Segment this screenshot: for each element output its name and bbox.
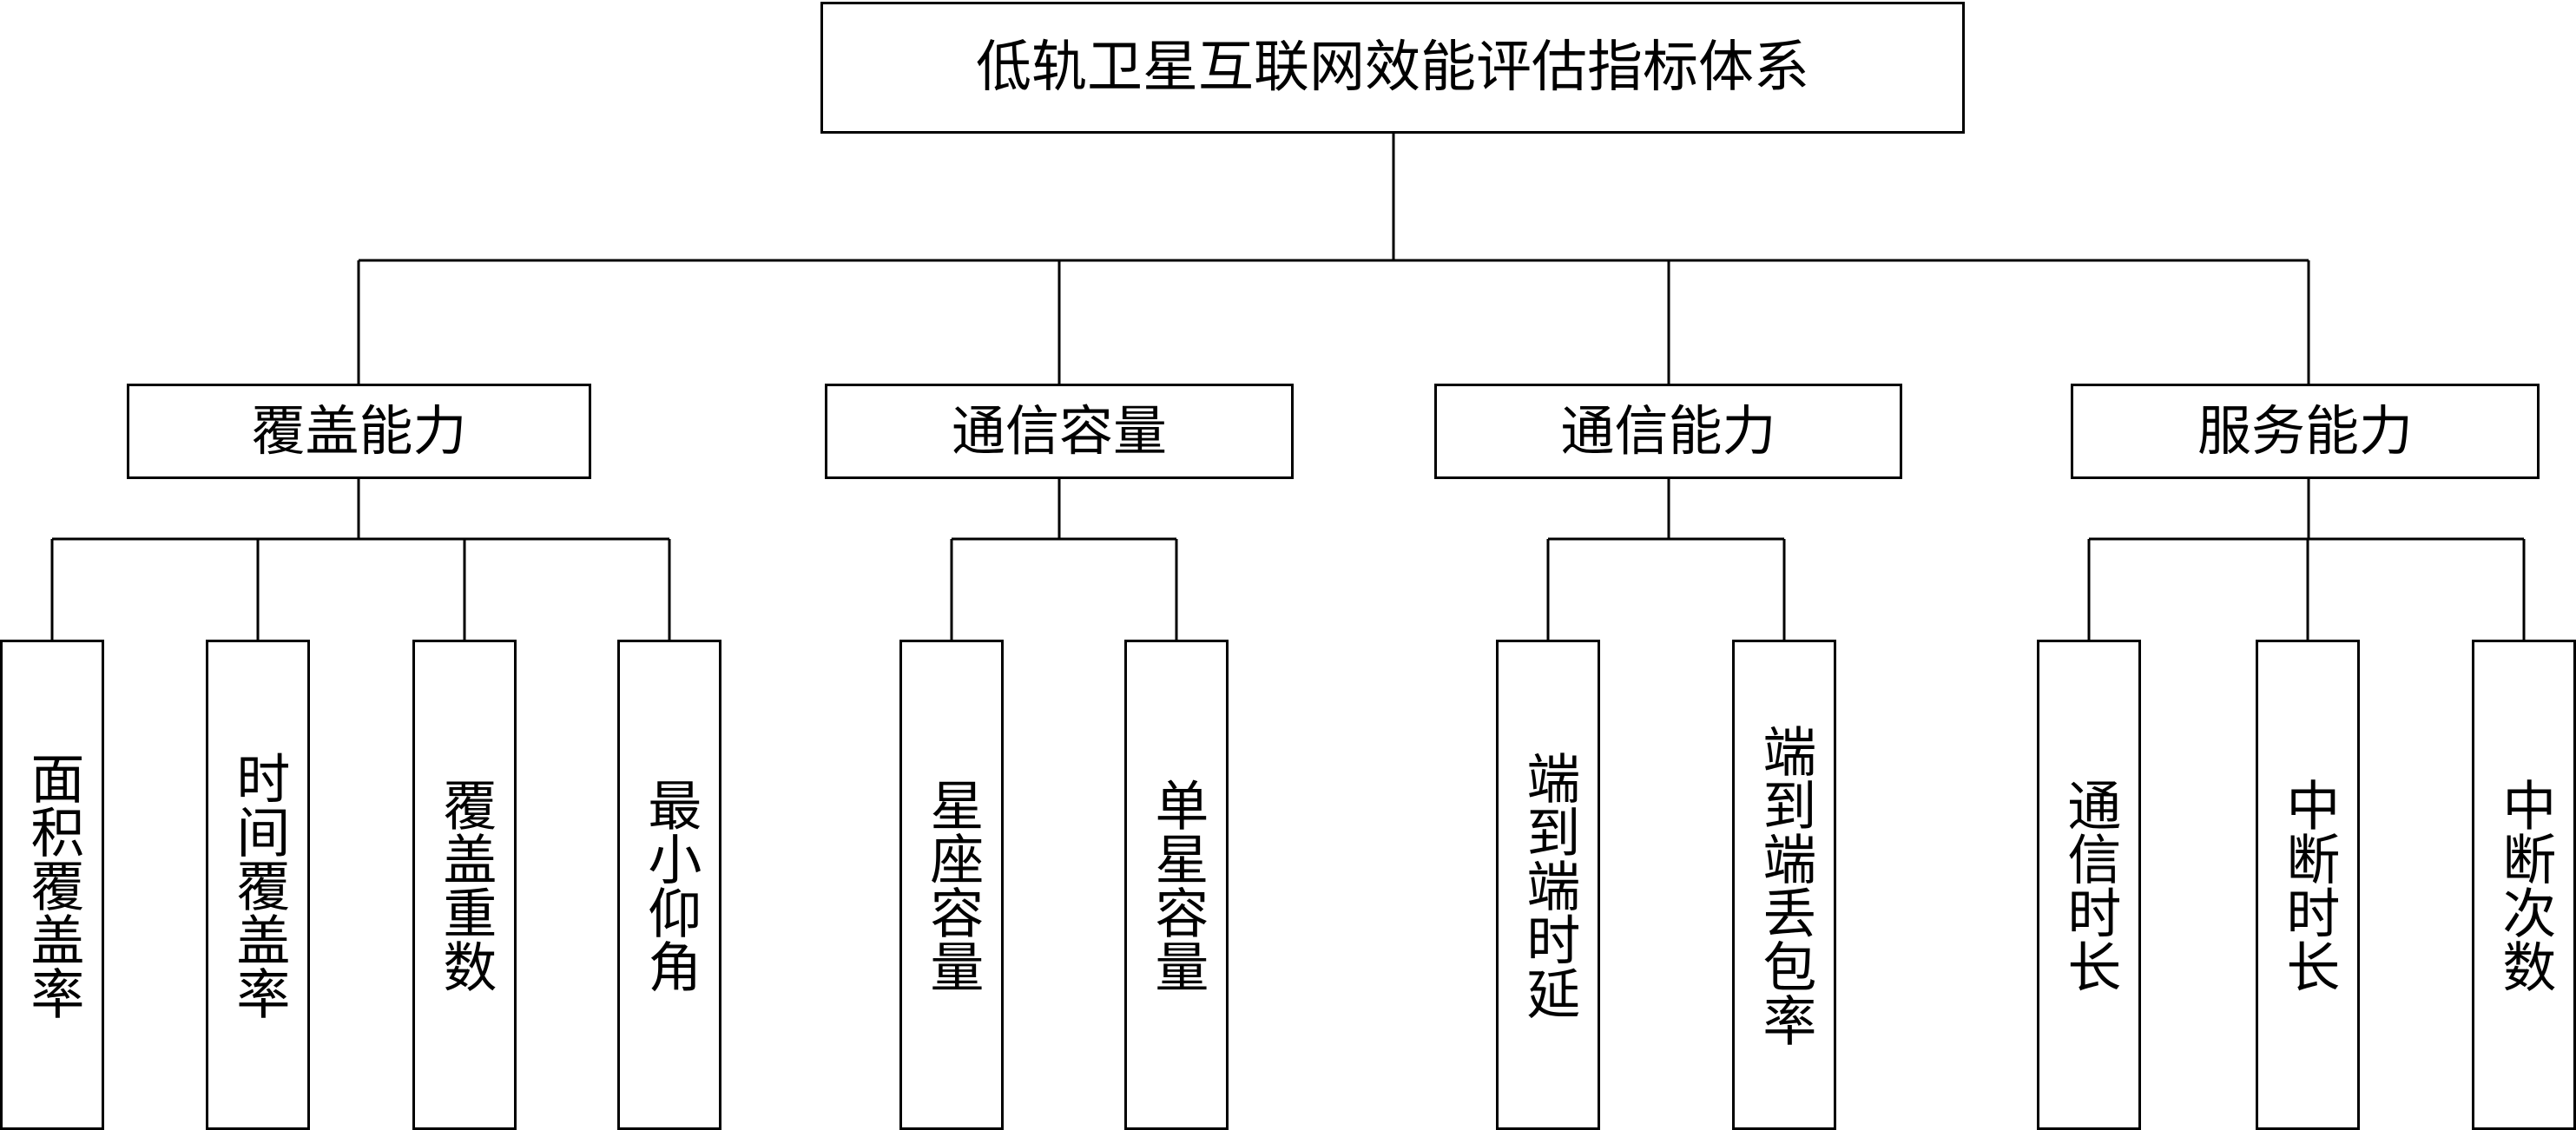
leaf-node-label: 通信时长: [2058, 777, 2122, 993]
leaf-node-label: 单星容量: [1145, 777, 1209, 993]
leaf-node: 覆盖重数: [412, 640, 517, 1130]
leaf-node-label: 端到端丢包率: [1753, 723, 1817, 1047]
leaf-node-label: 时间覆盖率: [227, 750, 291, 1020]
leaf-node: 单星容量: [1124, 640, 1229, 1130]
leaf-node-label: 端到端时延: [1517, 750, 1581, 1020]
leaf-node: 通信时长: [2037, 640, 2141, 1130]
category-node-coverage: 覆盖能力: [127, 384, 591, 479]
leaf-node: 时间覆盖率: [206, 640, 310, 1130]
root-node-label: 低轨卫星互联网效能评估指标体系: [976, 36, 1809, 100]
category-node-label: 通信能力: [1560, 399, 1776, 463]
category-node-label: 通信容量: [951, 399, 1167, 463]
leaf-node-label: 星座容量: [920, 777, 985, 993]
leaf-node: 中断时长: [2256, 640, 2360, 1130]
leaf-node: 端到端丢包率: [1732, 640, 1836, 1130]
category-node-comm-capacity: 通信容量: [825, 384, 1294, 479]
root-node: 低轨卫星互联网效能评估指标体系: [820, 2, 1965, 134]
category-node-comm-ability: 通信能力: [1434, 384, 1902, 479]
leaf-node-label: 中断次数: [2493, 777, 2557, 993]
category-node-label: 服务能力: [2197, 399, 2413, 463]
leaf-node-label: 最小仰角: [638, 777, 702, 993]
leaf-node-label: 覆盖重数: [433, 777, 497, 993]
leaf-node: 面积覆盖率: [0, 640, 104, 1130]
leaf-node-label: 面积覆盖率: [21, 750, 85, 1020]
leaf-node: 最小仰角: [617, 640, 721, 1130]
category-node-label: 覆盖能力: [251, 399, 467, 463]
leaf-node-label: 中断时长: [2276, 777, 2341, 993]
leaf-node: 星座容量: [899, 640, 1004, 1130]
leaf-node: 端到端时延: [1496, 640, 1600, 1130]
category-node-service: 服务能力: [2071, 384, 2540, 479]
leaf-node: 中断次数: [2472, 640, 2576, 1130]
